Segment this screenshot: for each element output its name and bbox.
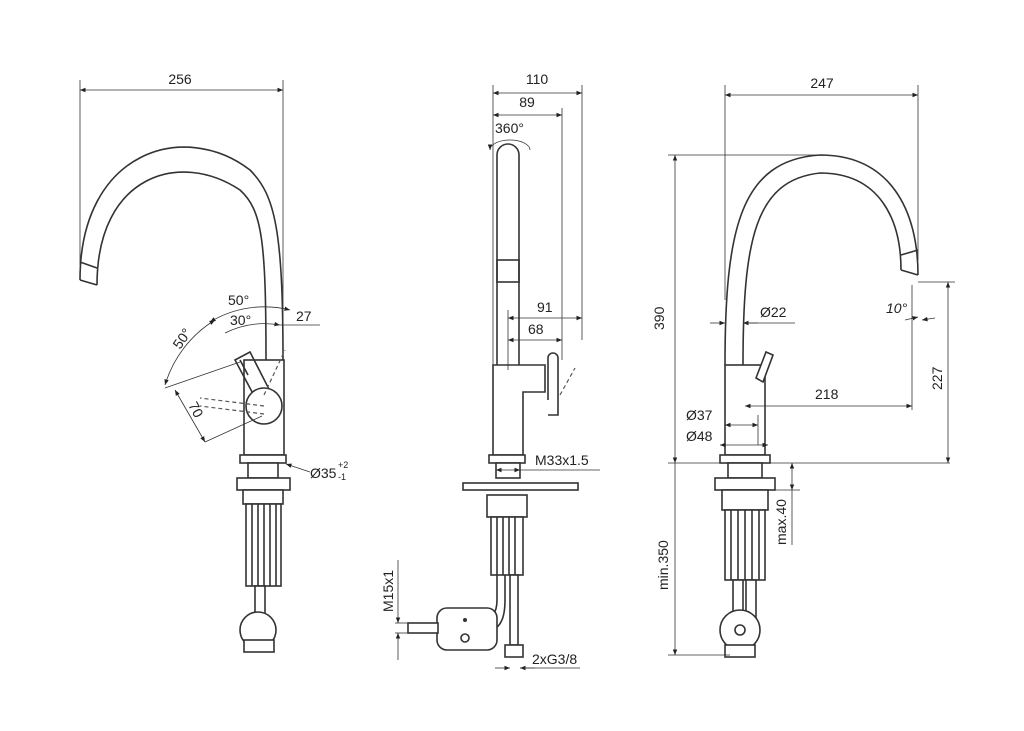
dim-lever-reach-68: 68 [528, 321, 544, 337]
dim-hole-tol-upper: +2 [338, 460, 348, 470]
dim-side-thread-m15: M15x1 [380, 570, 396, 612]
dim-spout-angle: 10° [886, 300, 908, 316]
dim-width-256: 256 [168, 71, 192, 87]
dim-lever-reach-91: 91 [537, 299, 553, 315]
dim-base-diameter: Ø48 [686, 428, 713, 444]
dim-spout-depth-89: 89 [519, 94, 535, 110]
dim-body-diameter: Ø37 [686, 407, 713, 423]
dim-thread-m33: M33x1.5 [535, 452, 589, 468]
dim-max-deck-40: max.40 [773, 499, 789, 545]
right-faucet-front-view [668, 85, 955, 658]
dim-spout-diameter: Ø22 [760, 304, 787, 320]
left-faucet-front-view [79, 80, 320, 653]
dim-spout-height-227: 227 [929, 366, 945, 390]
dim-lever-angle-50-top: 50° [228, 292, 249, 308]
dim-lever-angle-50-side: 50° [169, 325, 194, 352]
dim-hole-tol-lower: -1 [338, 472, 346, 482]
dim-connections-g38: 2xG3/8 [532, 651, 577, 667]
dim-hole-diameter: Ø35 [310, 465, 337, 481]
dim-height-390: 390 [651, 306, 667, 330]
dim-reach-218: 218 [815, 386, 839, 402]
dim-width-247: 247 [810, 75, 834, 91]
dim-rotation-360: 360° [495, 120, 524, 136]
dim-lever-angle-30: 30° [230, 312, 251, 328]
middle-faucet-side-view [395, 85, 600, 671]
dim-min-hose-350: min.350 [655, 540, 671, 590]
dim-lever-offset-27: 27 [296, 308, 312, 324]
dim-depth-110: 110 [526, 71, 549, 87]
dim-lever-length-70: 70 [185, 399, 207, 420]
